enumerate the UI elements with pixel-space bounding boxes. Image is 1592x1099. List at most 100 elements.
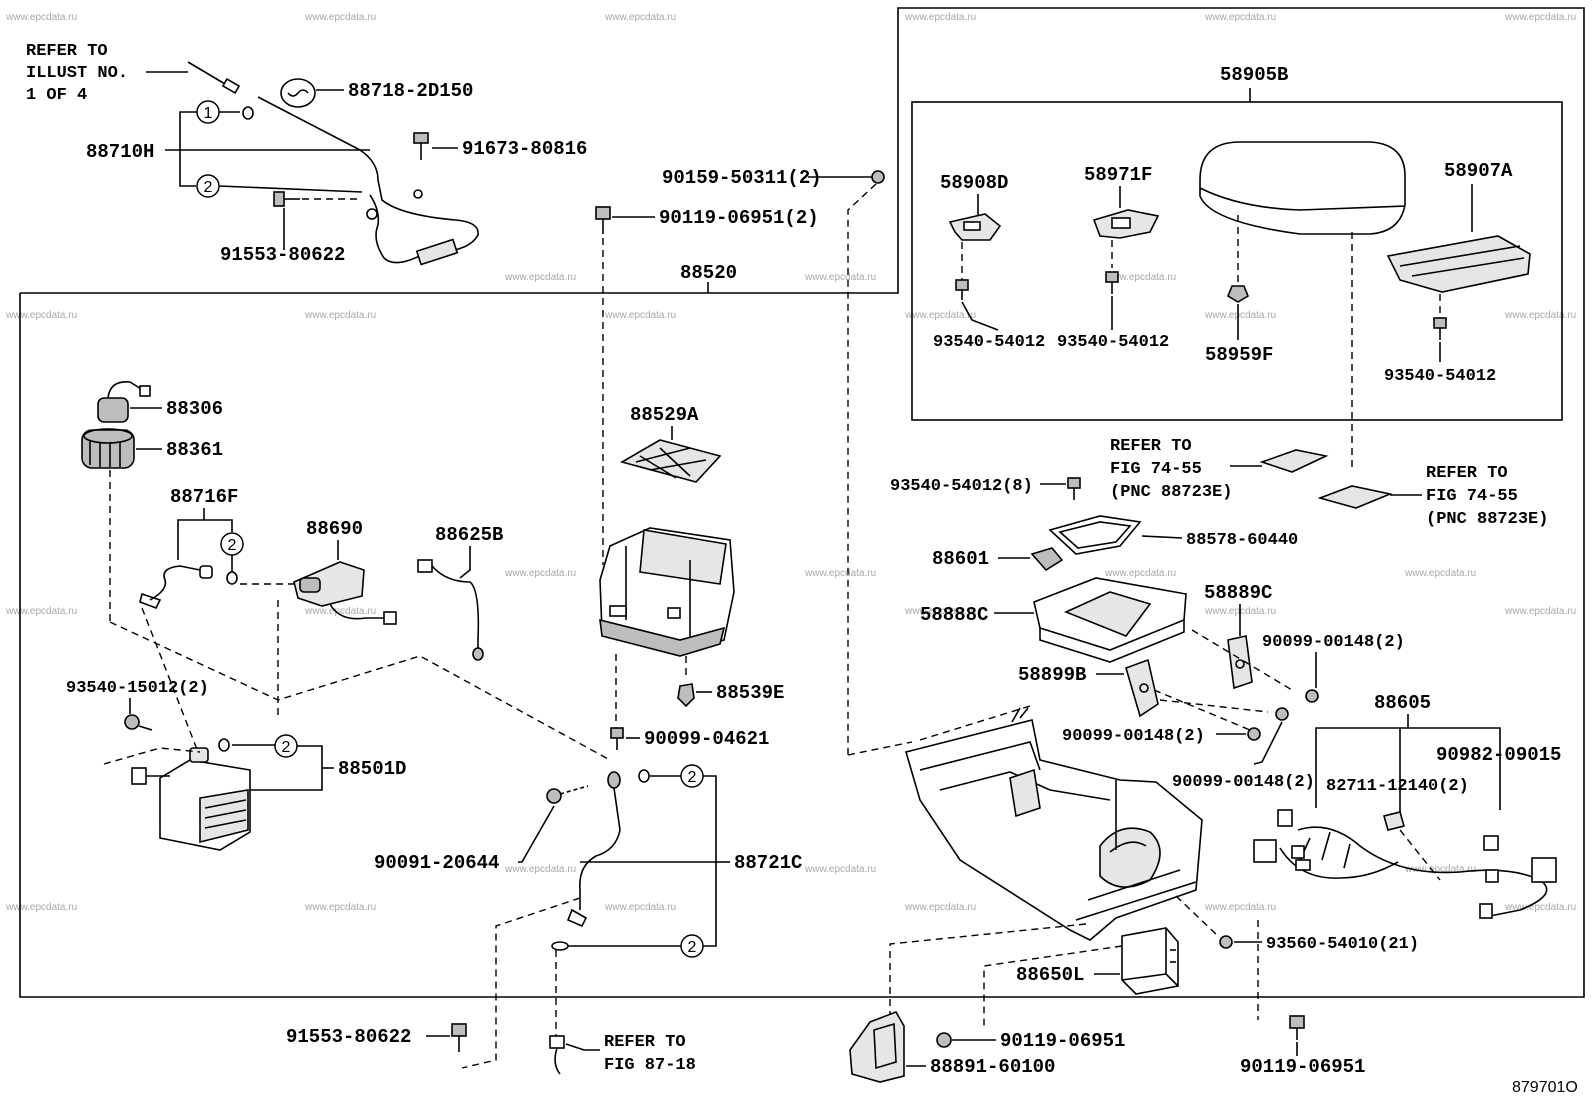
assembly-dashline (1175, 895, 1219, 937)
watermark: www.epcdata.ru (504, 864, 576, 875)
leader-line (518, 805, 555, 863)
o-ring (242, 106, 254, 120)
part-label: 88716F (170, 486, 238, 508)
part-label: 58908D (940, 172, 1008, 194)
part-label: 88520 (680, 262, 737, 284)
socket-88690 (293, 561, 397, 625)
assembly-dashline (847, 183, 877, 755)
assembly-dashline (889, 923, 1087, 1030)
watermark: www.epcdata.ru (5, 606, 77, 617)
callout-number: 2 (204, 179, 213, 196)
bolt-90119-06951 (1289, 1015, 1305, 1040)
leader-line (1253, 721, 1283, 765)
part-label: 90119-06951 (1240, 1056, 1365, 1078)
part-label: 93540-54012 (933, 333, 1045, 352)
assembly-dashline (1191, 629, 1293, 691)
bolt-90119-06951 (936, 1032, 952, 1048)
assembly-58905B-frame (911, 101, 1563, 421)
watermark: www.epcdata.ru (1204, 902, 1276, 913)
watermark: www.epcdata.ru (904, 12, 976, 23)
screw-93540-54012 (1105, 271, 1119, 294)
ring-88361 (81, 428, 135, 469)
watermark: www.epcdata.ru (904, 310, 976, 321)
part-label: 90099-00148(2) (1262, 633, 1405, 652)
bolt-90099-04621 (610, 727, 624, 750)
harness-88625B (417, 559, 484, 661)
note-line: REFER TO (1426, 464, 1508, 483)
part-label: 58959F (1205, 344, 1273, 366)
bolt-91673-80816 (413, 132, 429, 160)
o-ring (638, 769, 650, 783)
screw-93540-15012 (124, 714, 153, 731)
bracket-58908D (948, 213, 1002, 241)
part-label: 88578-60440 (1186, 531, 1298, 550)
hinge-58907A (1386, 235, 1531, 293)
watermark: www.epcdata.ru (604, 902, 676, 913)
part-label: 93540-15012(2) (66, 679, 209, 698)
o-ring (226, 571, 238, 585)
screw-93560-54010 (1219, 935, 1233, 949)
assembly-88520-frame (19, 7, 1585, 998)
watermark: www.epcdata.ru (1504, 902, 1576, 913)
watermark: www.epcdata.ru (1504, 310, 1576, 321)
connector-fig-87-18 (549, 1035, 565, 1075)
part-label: 88690 (306, 518, 363, 540)
figure-number: 879701O (1512, 1079, 1578, 1096)
part-label: 88891-60100 (930, 1056, 1055, 1078)
part-label: 88721C (734, 852, 802, 874)
watermark: www.epcdata.ru (304, 12, 376, 23)
bracket-88605 (1315, 727, 1501, 810)
watermark: www.epcdata.ru (504, 568, 576, 579)
note-line: ILLUST NO. (26, 64, 128, 83)
cup-holder-88520 (599, 527, 735, 657)
part-label: 90099-00148(2) (1172, 773, 1315, 792)
part-label: 88605 (1374, 692, 1431, 714)
o-ring (218, 738, 230, 752)
watermark: www.epcdata.ru (304, 310, 376, 321)
screw-93540-54012 (955, 279, 969, 300)
part-label: 91673-80816 (462, 138, 587, 160)
nut-58959F (1227, 285, 1249, 303)
watermark: www.epcdata.ru (5, 12, 77, 23)
clip-88601 (1030, 547, 1064, 572)
part-label: 58889C (1204, 582, 1272, 604)
part-label: 88306 (166, 398, 223, 420)
module-88650L (1121, 927, 1179, 995)
pad-88723E (1317, 485, 1393, 509)
watermark: www.epcdata.ru (804, 568, 876, 579)
pad-88723E (1259, 449, 1329, 473)
watermark: www.epcdata.ru (1504, 606, 1576, 617)
part-label: 82711-12140(2) (1326, 777, 1469, 796)
bolt-90099-00148 (1275, 707, 1289, 721)
watermark: www.epcdata.ru (1204, 12, 1276, 23)
assembly-dashline (103, 747, 201, 765)
part-label: 88529A (630, 404, 699, 426)
o-ring (551, 941, 569, 951)
gasket-88578-60440 (1048, 515, 1142, 555)
harness-88605 (1253, 809, 1557, 919)
part-label: 88601 (932, 548, 989, 570)
clip-88539E (677, 683, 695, 708)
part-label: 90119-06951(2) (659, 207, 819, 229)
assembly-dashline (461, 897, 581, 1069)
bulb-88718-2D150 (280, 78, 316, 108)
watermarks: www.epcdata.ru www.epcdata.ru www.epcdat… (5, 12, 1576, 913)
watermark: www.epcdata.ru (604, 310, 676, 321)
callout-number: 2 (282, 739, 291, 756)
part-label: 58971F (1084, 164, 1152, 186)
note-line: FIG 74-55 (1110, 460, 1202, 479)
note-line: FIG 74-55 (1426, 487, 1518, 506)
watermark: www.epcdata.ru (1404, 864, 1476, 875)
watermark: www.epcdata.ru (1104, 568, 1176, 579)
part-label: 58905B (1220, 64, 1288, 86)
watermark: www.epcdata.ru (904, 606, 976, 617)
note-line: REFER TO (26, 42, 108, 61)
callout-number: 2 (688, 939, 697, 956)
leader-line (218, 185, 363, 193)
watermark: www.epcdata.ru (1104, 272, 1176, 283)
note-line: 1 OF 4 (26, 86, 87, 105)
watermark: www.epcdata.ru (5, 310, 77, 321)
watermark: www.epcdata.ru (504, 272, 576, 283)
bolt-90119-06951-2 (595, 206, 611, 234)
